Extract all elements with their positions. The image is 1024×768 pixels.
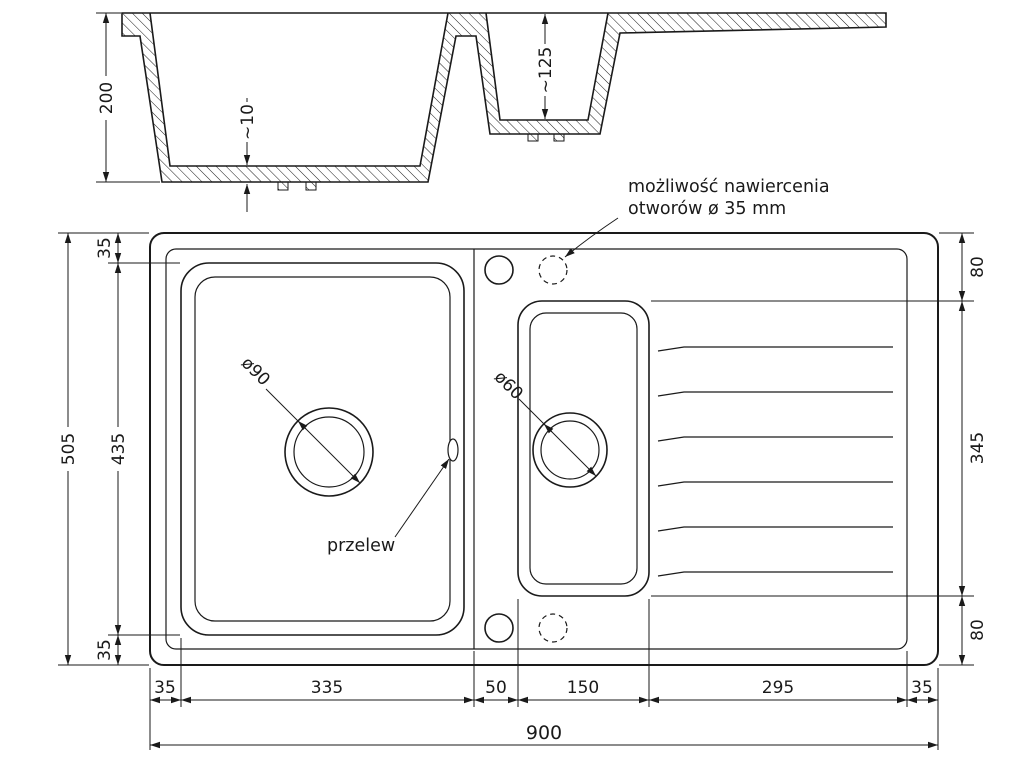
dim-text-seg-2: 50 (485, 678, 507, 698)
dim-text-seg-0: 35 (154, 678, 176, 698)
dim-left-total: 505 (58, 232, 149, 666)
dim-text-left-top: 35 (95, 237, 115, 259)
drainer-groove (657, 436, 893, 442)
drainer-groove (657, 481, 893, 487)
dim-text-seg-5: 35 (911, 678, 933, 698)
main-drain-label: ø90 (237, 353, 274, 390)
dim-text-left-middle: 435 (109, 433, 129, 465)
drill-note: możliwość nawiercenia otworów ø 35 mm (564, 177, 830, 258)
small-drain-stub (527, 133, 539, 142)
dim-text-bg (59, 427, 77, 471)
sink-profile-shape (121, 12, 887, 183)
dim-text-bg (536, 44, 554, 96)
dim-text-seg-4: 295 (762, 678, 794, 698)
dim-text-right-middle: 345 (968, 432, 988, 464)
optional-faucet-hole-bottom (538, 613, 568, 643)
sink-outline (149, 232, 939, 666)
main-drain-stub (277, 181, 289, 191)
drainer-groove (657, 571, 893, 577)
overflow-label: przelew (327, 536, 395, 556)
drill-note-line2: otworów ø 35 mm (628, 199, 786, 219)
main-bowl: ø90 (180, 262, 465, 636)
dim-text-small-bowl-depth: ~125 (536, 47, 556, 94)
dim-text-seg-1: 335 (311, 678, 343, 698)
dim-bottom-total: 900 (150, 722, 938, 749)
dim-text-bottom-thickness: ~10 (238, 104, 258, 140)
dim-depth-200: 200 (96, 12, 160, 183)
main-drain-callout-arrow (297, 420, 308, 431)
overflow-slot (447, 438, 459, 462)
small-bowl: ø60 (490, 300, 650, 597)
dim-text-bg (109, 427, 127, 471)
dim-text-left-total: 505 (59, 433, 79, 465)
small-drain-callout-line (518, 398, 597, 477)
dim-text-left-bottom: 35 (95, 639, 115, 661)
overflow-leader (394, 458, 450, 538)
drill-note-leader (564, 217, 619, 258)
dim-text-right-bottom: 80 (968, 619, 988, 641)
dim-bottom-segments: 35 335 50 150 295 35 (149, 599, 939, 750)
main-drain-callout-line (265, 388, 361, 484)
dim-small-bowl-depth: ~125 (536, 14, 556, 119)
dim-bottom-thickness: ~10 (238, 98, 258, 212)
optional-faucet-hole-top (538, 255, 568, 285)
drainer-groove (657, 526, 893, 532)
faucet-holes (484, 255, 568, 643)
dim-text-total-width: 900 (526, 722, 562, 744)
small-drain-label: ø60 (490, 367, 527, 404)
faucet-hole-top (484, 255, 514, 285)
small-bowl-inner-edge (529, 312, 638, 585)
rim-inner-contour (165, 248, 908, 650)
small-drain-callout-arrow (543, 423, 554, 434)
dim-right: 80 345 80 (651, 232, 988, 666)
dim-text-depth-total: 200 (97, 82, 117, 114)
dim-text-seg-3: 150 (567, 678, 599, 698)
drainer-groove (657, 346, 893, 352)
overflow-callout: przelew (327, 458, 450, 556)
drill-note-line1: możliwość nawiercenia (628, 177, 830, 197)
dim-text-bg (97, 76, 115, 120)
small-bowl-outer-edge (517, 300, 650, 597)
top-view: ø90 ø60 (58, 177, 988, 750)
main-drain-stub (305, 181, 317, 191)
faucet-hole-bottom (484, 613, 514, 643)
main-bowl-outer-edge (180, 262, 465, 636)
cross-section-view: 200 ~10 ~125 (96, 12, 887, 212)
drainer-grooves (657, 346, 893, 577)
drainer-groove (657, 391, 893, 397)
dim-text-bg (238, 102, 256, 142)
dim-text-right-top: 80 (968, 256, 988, 278)
small-drain-stub (553, 133, 565, 142)
dim-left-inner: 35 435 35 (95, 233, 180, 665)
